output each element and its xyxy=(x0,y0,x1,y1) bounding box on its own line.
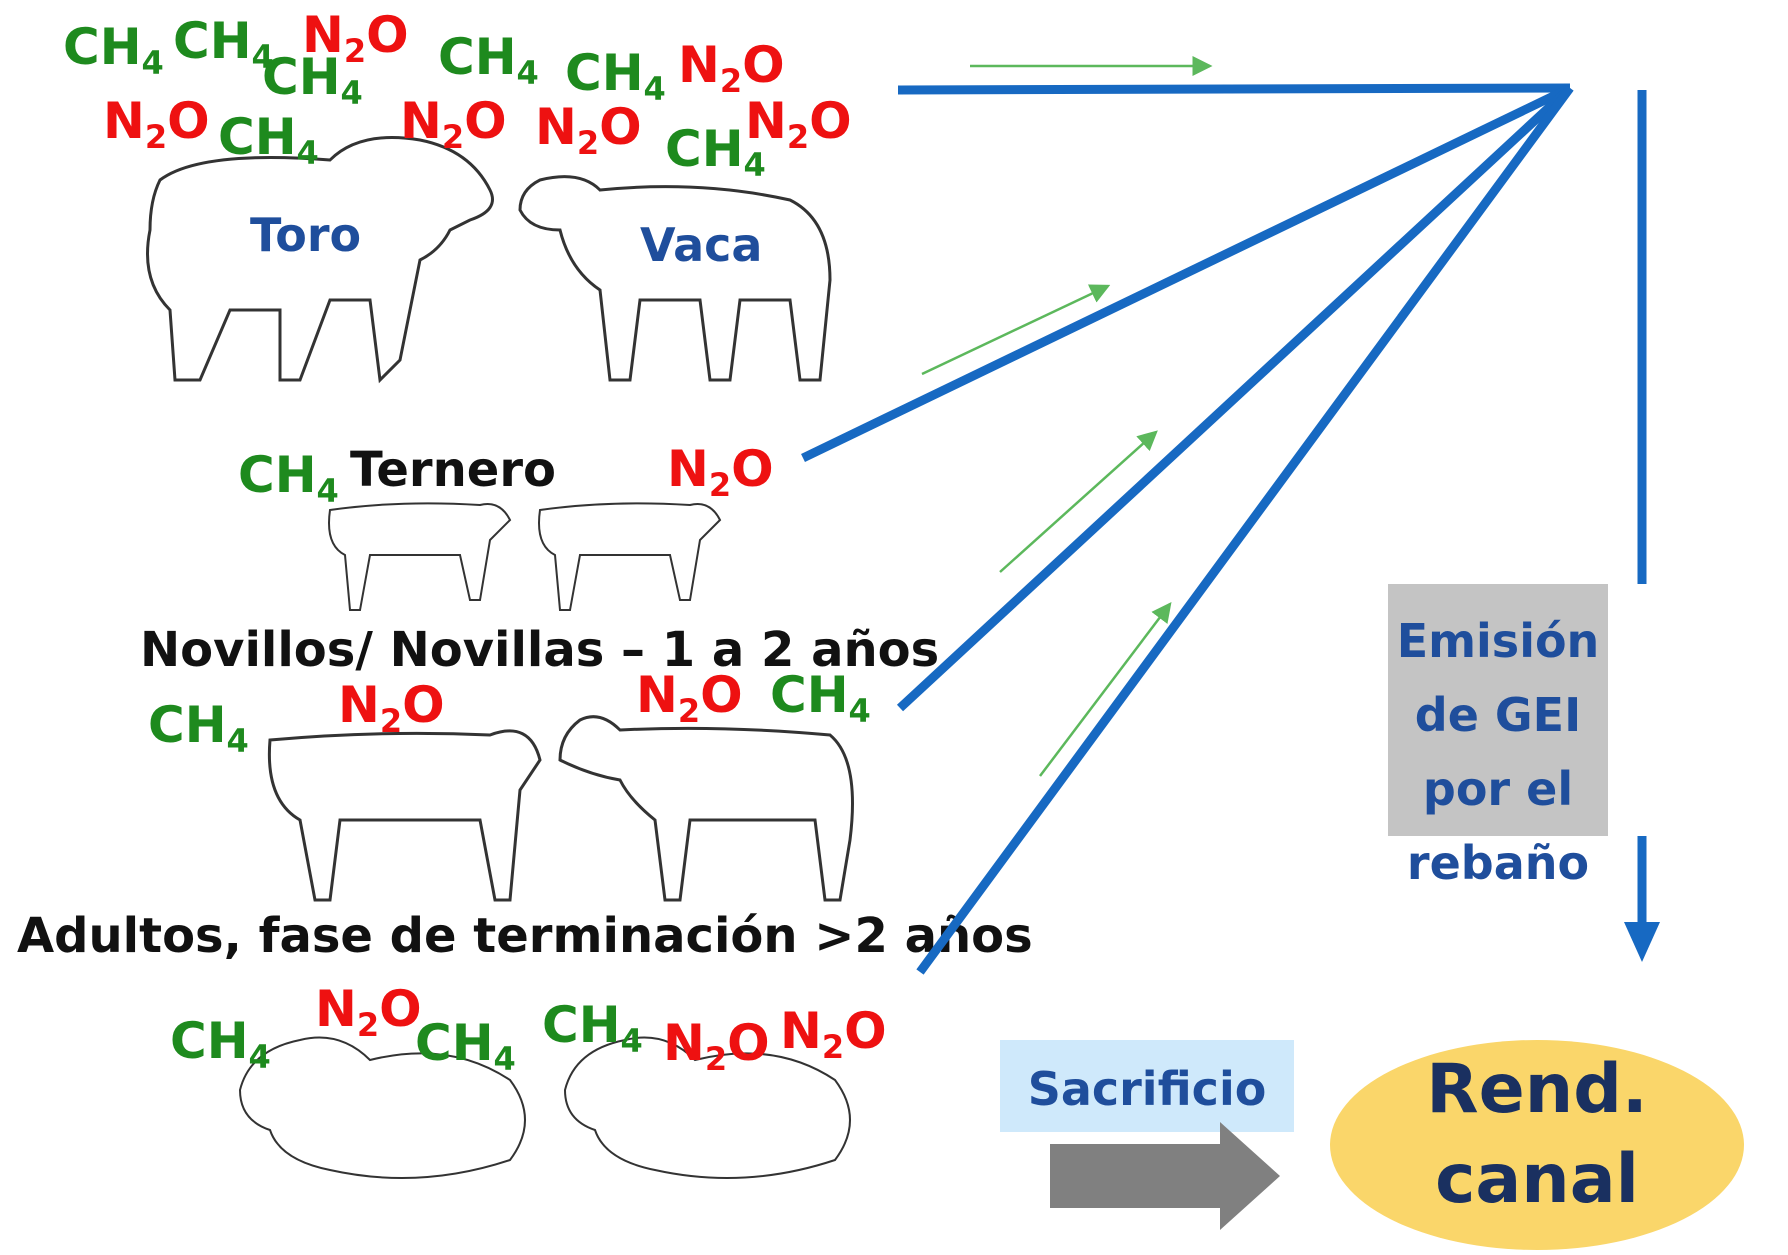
n2o-label: N2O xyxy=(780,1002,887,1066)
lying-bull-drawing-2 xyxy=(563,1036,851,1179)
ch4-label: CH4 xyxy=(770,666,871,730)
ch4-label: CH4 xyxy=(565,44,666,108)
adultos-label: Adultos, fase de terminación >2 años xyxy=(17,908,1033,964)
n2o-label: N2O xyxy=(302,6,409,70)
calf-drawing-2 xyxy=(538,502,722,611)
n2o-label: N2O xyxy=(338,676,445,740)
toro-label: Toro xyxy=(250,208,362,262)
ch4-label: CH4 xyxy=(148,696,249,760)
ch4-label: CH4 xyxy=(665,120,766,184)
cattle-illustrations xyxy=(146,136,854,1179)
n2o-label: N2O xyxy=(315,980,422,1044)
ch4-label: CH4 xyxy=(218,108,319,172)
sacrificio-label: Sacrificio xyxy=(1027,1062,1267,1116)
vaca-label: Vaca xyxy=(640,218,763,272)
ch4-label: CH4 xyxy=(262,48,363,112)
rend-canal-oval xyxy=(1330,1040,1744,1250)
ch4-label: CH4 xyxy=(63,18,164,82)
ternero-label: Ternero xyxy=(350,442,556,498)
gei-box-text: Emisión de GEI por el rebaño xyxy=(1396,614,1600,890)
steer-drawing-1 xyxy=(267,729,542,902)
lying-bull-drawing-1 xyxy=(238,1036,526,1179)
n2o-label: N2O xyxy=(535,98,642,162)
sacrificio-box xyxy=(1000,1040,1294,1132)
bull-drawing xyxy=(146,136,494,384)
ch4-label: CH4 xyxy=(438,28,539,92)
n2o-label: N2O xyxy=(636,666,743,730)
ch4-label: CH4 xyxy=(238,446,339,510)
n2o-label: N2O xyxy=(678,36,785,100)
ch4-label: CH4 xyxy=(173,12,274,76)
n2o-label: N2O xyxy=(745,92,852,156)
rend-canal-line-1: Rend. xyxy=(1426,1050,1648,1129)
cow-drawing xyxy=(518,175,832,382)
n2o-label: N2O xyxy=(400,92,507,156)
steer-drawing-2 xyxy=(558,715,854,902)
n2o-label: N2O xyxy=(103,92,210,156)
ch4-label: CH4 xyxy=(415,1014,516,1078)
ch4-label: CH4 xyxy=(170,1012,271,1076)
novillos-label: Novillos/ Novillas – 1 a 2 años xyxy=(140,622,940,678)
n2o-label: N2O xyxy=(663,1014,770,1078)
rend-canal-line-2: canal xyxy=(1435,1140,1639,1219)
calf-drawing-1 xyxy=(328,502,512,611)
n2o-label: N2O xyxy=(667,440,774,504)
ch4-label: CH4 xyxy=(542,996,643,1060)
